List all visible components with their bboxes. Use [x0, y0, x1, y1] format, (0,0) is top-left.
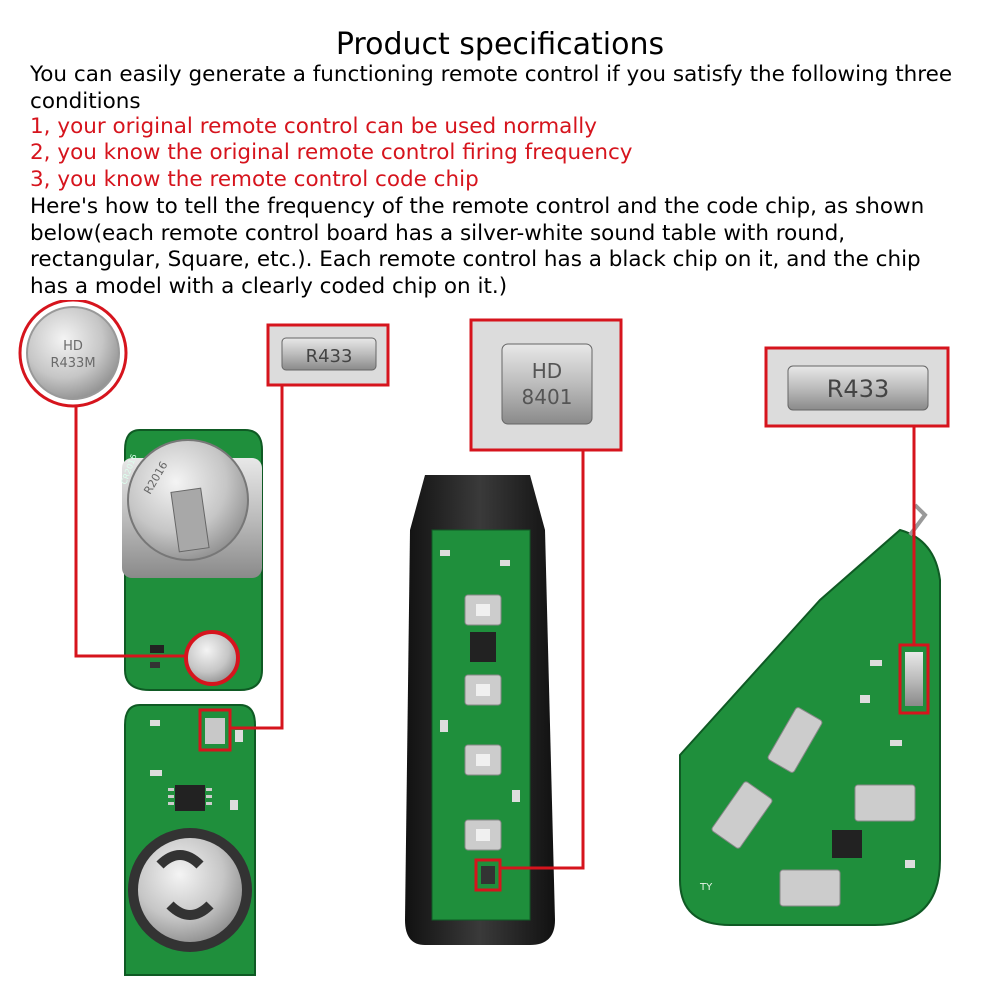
- explanation-text: Here's how to tell the frequency of the …: [30, 194, 925, 299]
- right-pcb: TY: [679, 503, 941, 926]
- round-resonator-line2: R433M: [50, 356, 95, 371]
- tact-switches: [464, 594, 502, 851]
- middle-encoder-chip: [470, 632, 496, 662]
- left-top-pcb: R2016 CR2016: [119, 429, 263, 691]
- square-resonator-line2: 8401: [522, 385, 573, 409]
- intro-text: You can easily generate a functioning re…: [30, 62, 953, 114]
- round-resonator-line1: HD: [63, 339, 83, 354]
- callout-square-resonator: HD 8401: [469, 318, 623, 870]
- product-photos: R2016 CR2016 HD R433M R433: [18, 300, 950, 976]
- right-switch-3: [854, 784, 916, 822]
- condition-2: 2, you know the original remote control …: [30, 140, 633, 165]
- middle-remote: [405, 475, 555, 945]
- right-switch-4: [779, 869, 841, 907]
- encoder-chip: [175, 785, 205, 811]
- rect-resonator-2-label: R433: [827, 375, 889, 403]
- right-switch-2: [711, 781, 773, 849]
- left-bottom-pcb: [124, 704, 256, 976]
- callout-rect-resonator-2: R433: [764, 346, 950, 645]
- condition-1: 1, your original remote control can be u…: [30, 114, 597, 139]
- round-resonator-small: [184, 630, 240, 686]
- page-title: Product specifications: [335, 27, 665, 62]
- square-resonator-line1: HD: [532, 359, 562, 383]
- callout-rect-resonator-1: R433: [230, 323, 390, 730]
- callout-round-resonator: HD R433M: [18, 300, 186, 658]
- right-switch-1: [767, 707, 823, 773]
- right-board-tag: TY: [699, 882, 713, 893]
- rect-resonator-1-label: R433: [306, 346, 353, 367]
- right-encoder-chip: [832, 830, 862, 858]
- condition-3: 3, you know the remote control code chip: [30, 167, 479, 192]
